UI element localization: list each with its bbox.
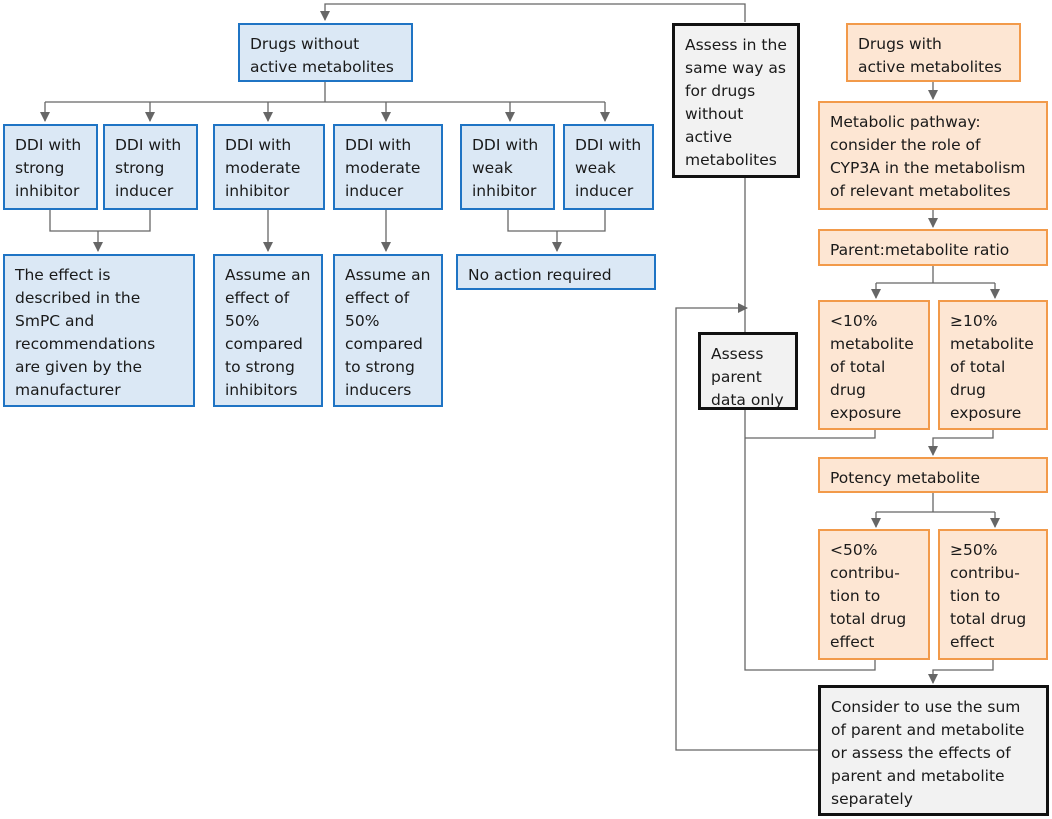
contribution-over-50-node: ≥50% contribu- tion to total drug effect (938, 529, 1048, 660)
parent-metabolite-ratio-node: Parent:metabolite ratio (818, 229, 1048, 266)
no-action-node: No action required (456, 254, 656, 290)
assess-same-way-node: Assess in the same way as for drugs with… (672, 23, 800, 178)
potency-metabolite-node: Potency metabolite (818, 457, 1048, 493)
strong-effect-node: The effect is described in the SmPC and … (3, 254, 195, 407)
weak-inducer-node: DDI with weak inducer (563, 124, 654, 210)
consider-sum-node: Consider to use the sum of parent and me… (818, 685, 1049, 816)
ratio-under-10-node: <10% metabolite of total drug exposure (818, 300, 930, 430)
moderate-inducer-effect-node: Assume an effect of 50% compared to stro… (333, 254, 443, 407)
drugs-without-metabolites-node: Drugs without active metabolites (238, 23, 413, 82)
moderate-inhibitor-effect-node: Assume an effect of 50% compared to stro… (213, 254, 323, 407)
strong-inhibitor-node: DDI with strong inhibitor (3, 124, 98, 210)
metabolic-pathway-node: Metabolic pathway: consider the role of … (818, 101, 1048, 210)
ratio-over-10-node: ≥10% metabolite of total drug exposure (938, 300, 1048, 430)
moderate-inhibitor-node: DDI with moderate inhibitor (213, 124, 325, 210)
assess-parent-only-node: Assess parent data only (698, 332, 798, 410)
drugs-with-metabolites-node: Drugs with active metabolites (846, 23, 1021, 82)
moderate-inducer-node: DDI with moderate inducer (333, 124, 443, 210)
strong-inducer-node: DDI with strong inducer (103, 124, 198, 210)
contribution-under-50-node: <50% contribu- tion to total drug effect (818, 529, 930, 660)
weak-inhibitor-node: DDI with weak inhibitor (460, 124, 555, 210)
